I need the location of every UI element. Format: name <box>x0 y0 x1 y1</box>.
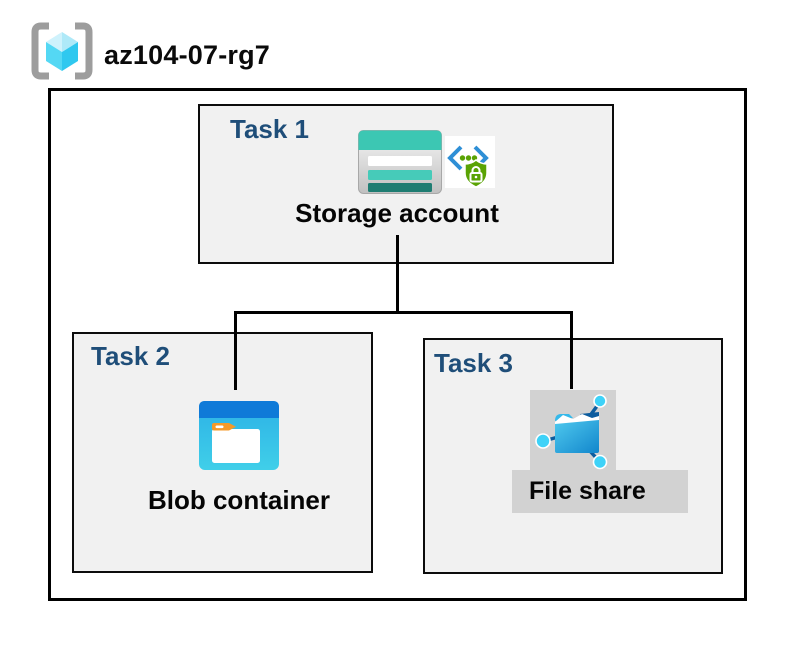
task3-label: Task 3 <box>434 348 514 378</box>
file-share-label: File share <box>529 477 646 505</box>
azure-resource-group-icon <box>31 22 93 80</box>
file-share-icon-highlight <box>530 390 616 472</box>
task2-box: Task 2 Blob container <box>72 332 373 573</box>
storage-account-icon <box>358 130 442 194</box>
secure-access-icon <box>445 136 495 188</box>
resource-group-title: az104-07-rg7 <box>104 40 270 70</box>
task2-label: Task 2 <box>91 341 171 371</box>
storage-account-label: Storage account <box>295 198 499 228</box>
task3-box: Task 3 File share <box>423 338 723 574</box>
resource-group-header: az104-07-rg7 <box>0 0 788 88</box>
file-share-icon <box>535 394 608 470</box>
blob-container-icon <box>199 401 279 470</box>
file-share-label-highlight: File share <box>512 470 688 513</box>
task1-label: Task 1 <box>230 114 310 144</box>
task1-box: Task 1 Storage account <box>198 104 614 264</box>
blob-container-label: Blob container <box>147 485 330 515</box>
